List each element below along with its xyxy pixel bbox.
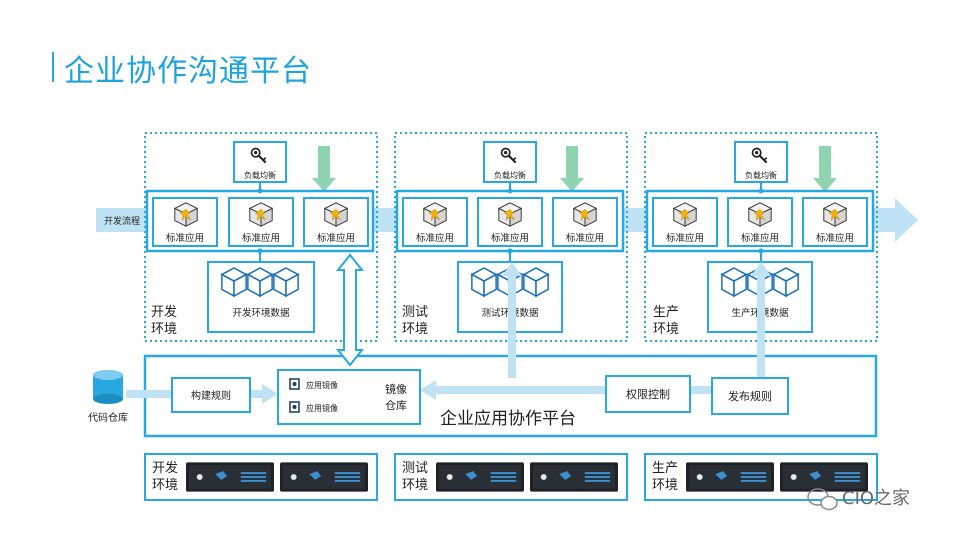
flow-label: 开发流程	[104, 215, 140, 227]
server-icon	[686, 462, 774, 492]
env-name: 环境	[653, 322, 679, 337]
repo-label: 代码仓库	[88, 411, 128, 424]
load-balancer-label: 负载均衡	[244, 170, 276, 180]
env-name: 测试	[402, 305, 428, 320]
environment-panel-test: 负载均衡 标准应用 标准应用 标准应用 测试环境数据	[394, 132, 628, 342]
app-cube-icon	[673, 202, 697, 227]
data-cube-icon	[221, 267, 247, 297]
app-label: 标准应用	[491, 232, 529, 244]
app-box: 标准应用	[552, 197, 618, 247]
data-cube-icon	[721, 267, 747, 297]
permission-box: 权限控制	[605, 375, 691, 413]
link-bar	[126, 390, 172, 398]
watermark-text: CIO之家	[842, 488, 910, 509]
app-box: 标准应用	[477, 197, 543, 247]
app-label: 标准应用	[666, 232, 704, 244]
image-repo-label: 镜像	[385, 382, 407, 396]
app-box: 标准应用	[402, 197, 468, 247]
app-box: 标准应用	[228, 197, 294, 247]
release-rules-label: 发布规则	[728, 389, 772, 403]
app-box: 标准应用	[802, 197, 868, 247]
link-bar	[436, 386, 516, 394]
app-label: 标准应用	[816, 232, 854, 244]
server-env-name: 测试	[402, 461, 428, 476]
server-env-name: 环境	[402, 478, 428, 493]
code-repo: 代码仓库	[88, 370, 128, 424]
down-arrow-green	[318, 146, 330, 180]
app-label: 标准应用	[741, 232, 779, 244]
app-cube-icon	[174, 202, 198, 227]
environment-panel-dev: 负载均衡 标准应用 标准应用 标准应用 开发环境数据	[144, 132, 378, 342]
server-icon	[280, 462, 368, 492]
link-bar	[250, 390, 264, 398]
image-repo-label: 仓库	[385, 398, 407, 412]
image-item: 应用镜像	[306, 403, 338, 413]
down-arrow-green	[566, 146, 578, 180]
page-title: 企业协作沟通平台	[64, 54, 312, 89]
server-env-name: 开发	[152, 460, 178, 476]
app-cube-icon	[249, 202, 273, 227]
up-arrow-prod	[751, 262, 771, 378]
server-panel-test: 测试 环境	[394, 453, 628, 501]
server-env-name: 环境	[152, 478, 178, 493]
load-balancer-label: 负载均衡	[494, 170, 526, 180]
app-cube-icon	[498, 202, 522, 227]
up-arrow-test	[502, 262, 522, 378]
release-rules-box: 发布规则	[711, 377, 789, 415]
server-env-name: 环境	[652, 478, 678, 493]
image-repo-box: 应用镜像 应用镜像 镜像 仓库	[277, 369, 421, 425]
server-icon	[436, 462, 524, 492]
app-label: 标准应用	[317, 232, 355, 244]
down-arrow-green	[819, 146, 831, 180]
permission-label: 权限控制	[626, 387, 670, 401]
env-name: 开发	[151, 304, 177, 320]
wechat-icon	[807, 488, 838, 511]
server-icon	[530, 462, 618, 492]
left-arrow	[420, 380, 436, 400]
title-accent-bar	[52, 52, 54, 82]
load-balancer-label: 负载均衡	[745, 170, 777, 180]
double-arrow-up	[335, 253, 365, 367]
env-data-box: 开发环境数据	[207, 261, 315, 333]
right-arrow	[262, 384, 278, 404]
build-rules-label: 构建规则	[191, 389, 231, 402]
server-icon	[186, 462, 274, 492]
app-label: 标准应用	[242, 232, 280, 244]
data-cube-icon	[273, 267, 299, 297]
app-box: 标准应用	[152, 197, 218, 247]
env-name: 环境	[402, 322, 428, 337]
platform-title: 企业应用协作平台	[440, 409, 576, 429]
app-box: 标准应用	[727, 197, 793, 247]
app-box: 标准应用	[652, 197, 718, 247]
app-cube-icon	[748, 202, 772, 227]
link-bar	[690, 386, 712, 394]
app-cube-icon	[423, 202, 447, 227]
app-cube-icon	[324, 202, 348, 227]
data-cube-icon	[247, 267, 273, 297]
build-rules-box: 构建规则	[171, 377, 251, 413]
app-label: 标准应用	[166, 232, 204, 244]
app-label: 标准应用	[566, 232, 604, 244]
env-name: 生产	[653, 305, 679, 320]
env-name: 环境	[151, 322, 177, 337]
data-cube-icon	[471, 267, 497, 297]
image-item: 应用镜像	[306, 380, 338, 390]
app-cube-icon	[573, 202, 597, 227]
server-env-name: 生产	[652, 461, 678, 476]
server-panel-dev: 开发 环境	[144, 453, 378, 501]
server-panel-prod: 生产 环境	[644, 453, 878, 501]
link-bar	[516, 386, 608, 394]
app-cube-icon	[823, 202, 847, 227]
data-cube-icon	[773, 267, 799, 297]
env-data-label: 开发环境数据	[232, 307, 290, 319]
app-box: 标准应用	[303, 197, 369, 247]
data-cube-icon	[523, 267, 549, 297]
app-label: 标准应用	[416, 232, 454, 244]
